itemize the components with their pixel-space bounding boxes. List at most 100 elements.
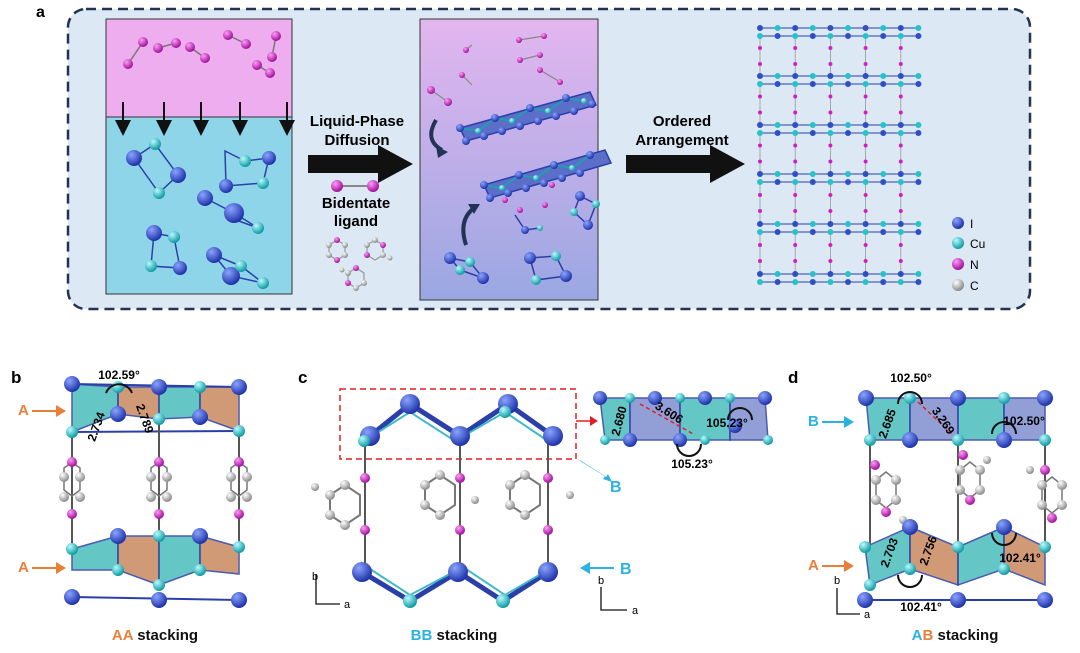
lattice-i-atom bbox=[827, 73, 834, 79]
lattice-n-atom bbox=[828, 143, 833, 148]
lattice-cu-atom bbox=[809, 271, 816, 277]
ligand-label-line2: ligand bbox=[334, 213, 378, 230]
lattice-n-atom bbox=[793, 209, 798, 213]
lattice-i-atom bbox=[880, 229, 887, 235]
lattice-cu-atom bbox=[774, 171, 781, 177]
bb-axis-a-2: a bbox=[632, 605, 639, 617]
lattice-cu-atom bbox=[757, 130, 763, 136]
lattice-i-atom bbox=[915, 33, 922, 39]
lattice-cu-atom bbox=[827, 130, 834, 136]
ab-axes bbox=[836, 588, 860, 615]
lattice-i-atom bbox=[774, 229, 781, 235]
aa-layer-bottom-label: A bbox=[18, 559, 29, 576]
lattice-i-atom bbox=[862, 122, 869, 128]
legend-cu-icon bbox=[952, 237, 964, 249]
lattice-cu-atom bbox=[880, 221, 887, 227]
lattice-i-atom bbox=[827, 25, 834, 31]
lattice-cu-atom bbox=[757, 229, 763, 235]
legend-n-icon bbox=[952, 258, 964, 270]
lattice-i-atom bbox=[774, 33, 781, 39]
lattice-n-atom bbox=[863, 209, 868, 213]
lattice-i-atom bbox=[792, 73, 799, 79]
panel-c-letter: c bbox=[298, 368, 307, 387]
aa-layer-top-arrow bbox=[32, 405, 66, 417]
lattice-cu-atom bbox=[880, 122, 887, 128]
lattice-cu-atom bbox=[862, 229, 869, 235]
lattice-cu-atom bbox=[915, 73, 922, 79]
lattice-cu-atom bbox=[792, 179, 799, 185]
legend-i-label: I bbox=[970, 217, 973, 231]
lattice-n-atom bbox=[898, 159, 903, 164]
ab-axis-b: b bbox=[834, 575, 840, 587]
lattice-i-atom bbox=[827, 171, 834, 177]
lattice-n-atom bbox=[898, 259, 903, 263]
lattice-n-atom bbox=[758, 46, 762, 50]
lattice-n-atom bbox=[793, 193, 798, 197]
step2-label-line2: Arrangement bbox=[635, 132, 728, 149]
lattice-n-atom bbox=[898, 143, 903, 148]
bb-layer-bottom-arrow bbox=[580, 562, 614, 574]
lattice-n-atom bbox=[898, 110, 903, 115]
lattice-n-atom bbox=[898, 62, 903, 66]
lattice-cu-atom bbox=[845, 122, 851, 128]
lattice-cu-atom bbox=[774, 73, 781, 79]
lattice-i-atom bbox=[757, 271, 763, 277]
aa-layer-bottom-arrow bbox=[32, 562, 66, 574]
lattice-cu-atom bbox=[774, 271, 781, 277]
lattice-cu-atom bbox=[880, 73, 887, 79]
lattice-i-atom bbox=[845, 279, 851, 285]
bb-stacking-structure bbox=[311, 388, 773, 608]
lattice-i-atom bbox=[757, 122, 763, 128]
lattice-n-atom bbox=[828, 259, 833, 263]
lattice-n-atom bbox=[898, 243, 903, 247]
lattice-cu-atom bbox=[845, 25, 851, 31]
lattice-i-atom bbox=[880, 81, 887, 87]
lattice-i-atom bbox=[897, 271, 904, 277]
lattice-cu-atom bbox=[915, 221, 922, 227]
lattice-cu-atom bbox=[897, 130, 904, 136]
lattice-n-atom bbox=[863, 110, 868, 115]
bb-caption: BB stacking bbox=[411, 627, 498, 644]
ab-caption-prefix-a: A bbox=[912, 627, 923, 644]
lattice-i-atom bbox=[862, 73, 869, 79]
lattice-cu-atom bbox=[827, 279, 834, 285]
lattice-i-atom bbox=[845, 130, 851, 136]
lattice-n-atom bbox=[898, 46, 903, 50]
lattice-n-atom bbox=[863, 94, 868, 99]
lattice-cu-atom bbox=[880, 271, 887, 277]
lattice-cu-atom bbox=[897, 279, 904, 285]
lattice-n-atom bbox=[863, 62, 868, 66]
lattice-cu-atom bbox=[792, 81, 799, 87]
arrangement-arrow bbox=[626, 145, 745, 183]
lattice-n-atom bbox=[828, 243, 833, 247]
ab-layer-top-label: B bbox=[808, 413, 819, 430]
lattice-n-atom bbox=[898, 193, 903, 197]
lattice-cu-atom bbox=[827, 179, 834, 185]
initial-state-box bbox=[105, 18, 295, 295]
lattice-i-atom bbox=[809, 130, 816, 136]
aa-layer-top-label: A bbox=[18, 402, 29, 419]
lattice-cu-atom bbox=[757, 33, 763, 39]
lattice-cu-atom bbox=[897, 229, 904, 235]
lattice-n-atom bbox=[793, 243, 798, 247]
lattice-cu-atom bbox=[774, 221, 781, 227]
lattice-cu-atom bbox=[862, 81, 869, 87]
lattice-i-atom bbox=[915, 179, 922, 185]
lattice-n-atom bbox=[793, 110, 798, 115]
lattice-cu-atom bbox=[792, 130, 799, 136]
lattice-cu-atom bbox=[809, 122, 816, 128]
bb-axis-b-2: b bbox=[598, 575, 604, 587]
lattice-i-atom bbox=[809, 33, 816, 39]
lattice-n-atom bbox=[758, 62, 762, 66]
lattice-n-atom bbox=[863, 46, 868, 50]
lattice-cu-atom bbox=[809, 171, 816, 177]
lattice-i-atom bbox=[809, 81, 816, 87]
lattice-i-atom bbox=[880, 279, 887, 285]
aa-caption-suffix: stacking bbox=[133, 627, 198, 644]
bb-axes-1 bbox=[315, 574, 340, 605]
lattice-cu-atom bbox=[915, 171, 922, 177]
diffusion-state-box bbox=[419, 18, 613, 301]
lattice-n-atom bbox=[828, 209, 833, 213]
lattice-i-atom bbox=[827, 271, 834, 277]
bb-layer-top-label: B bbox=[610, 479, 622, 496]
